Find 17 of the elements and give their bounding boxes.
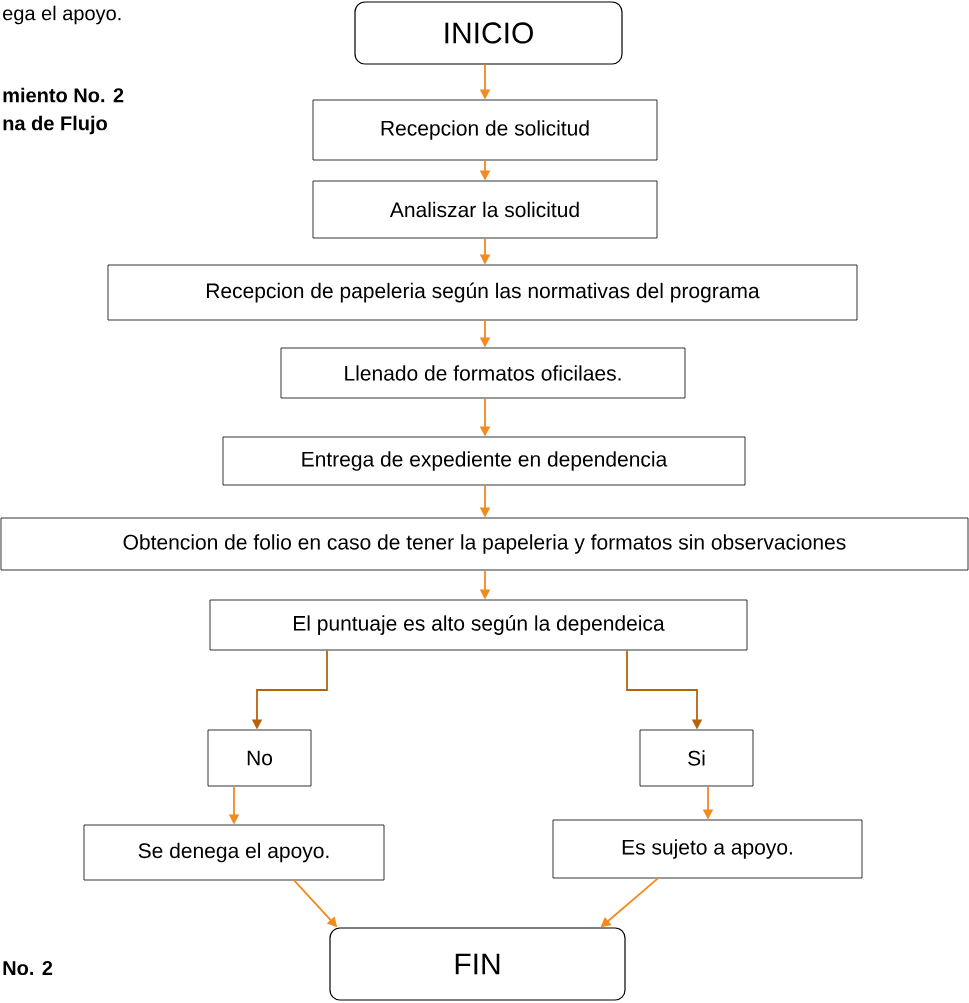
process-box: Obtencion de folio en caso de tener la papeleria y formatos sin observaciones bbox=[0, 517, 969, 571]
side-text: ega el apoyo. bbox=[3, 5, 121, 25]
terminal-box: FIN bbox=[329, 927, 626, 1001]
process-box: Si bbox=[639, 729, 754, 787]
process-box: No bbox=[207, 729, 312, 787]
process-box: Es sujeto a apoyo. bbox=[552, 819, 863, 879]
process-box: Llenado de formatos oficilaes. bbox=[280, 347, 686, 399]
process-box: Se denega el apoyo. bbox=[83, 824, 385, 881]
process-box: Analiszar la solicitud bbox=[312, 180, 658, 239]
process-box: Recepcion de papeleria según las normativas del programa bbox=[107, 264, 858, 321]
process-box: El puntuaje es alto según la dependeica bbox=[209, 599, 748, 651]
terminal-box: INICIO bbox=[354, 1, 623, 65]
side-text: na de Flujo bbox=[3, 115, 107, 135]
process-box: Entrega de expediente en dependencia bbox=[222, 436, 746, 486]
process-box: Recepcion de solicitud bbox=[312, 99, 658, 161]
side-text: miento No. 2 bbox=[3, 87, 124, 103]
side-text: No. 2 bbox=[3, 960, 53, 976]
